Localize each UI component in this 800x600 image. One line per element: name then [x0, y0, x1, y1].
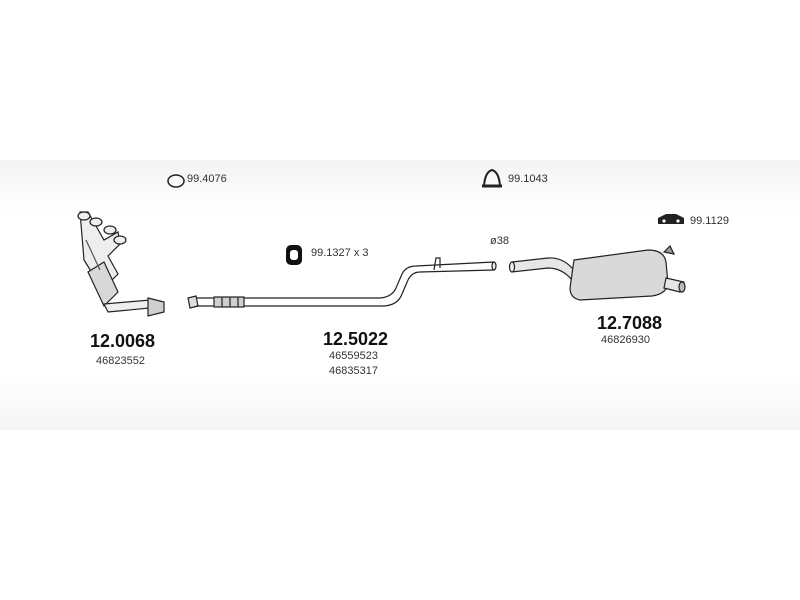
middle-pipe-part[interactable]	[187, 257, 497, 309]
rear-silencer-oem-number: 46826930	[601, 334, 650, 346]
rear-bracket-label: 99.1129	[690, 215, 729, 227]
manifold-oem-number: 46823552	[96, 355, 145, 367]
background-band	[0, 160, 800, 430]
rear-silencer-part[interactable]	[508, 244, 686, 301]
rear-bracket-icon[interactable]	[658, 214, 684, 224]
middle-pipe-oem-number: 46835317	[329, 365, 378, 377]
clamp-label: 99.1043	[508, 173, 548, 185]
manifold-part-number[interactable]: 12.0068	[90, 331, 156, 351]
rear-silencer-part-number[interactable]: 12.7088	[597, 313, 663, 333]
ring-gasket-icon[interactable]	[167, 174, 185, 188]
clamp-icon[interactable]	[482, 168, 502, 188]
hanger-rubber-icon[interactable]	[286, 245, 302, 265]
middle-pipe-oem-number: 46559523	[329, 350, 378, 362]
hanger-rubber-label: 99.1327 x 3	[311, 247, 369, 259]
manifold-catalyst-part[interactable]	[77, 211, 165, 317]
middle-pipe-part-number[interactable]: 12.5022	[323, 329, 389, 349]
ring-gasket-label: 99.4076	[187, 173, 227, 185]
pipe-diameter-label: ø38	[490, 235, 509, 247]
